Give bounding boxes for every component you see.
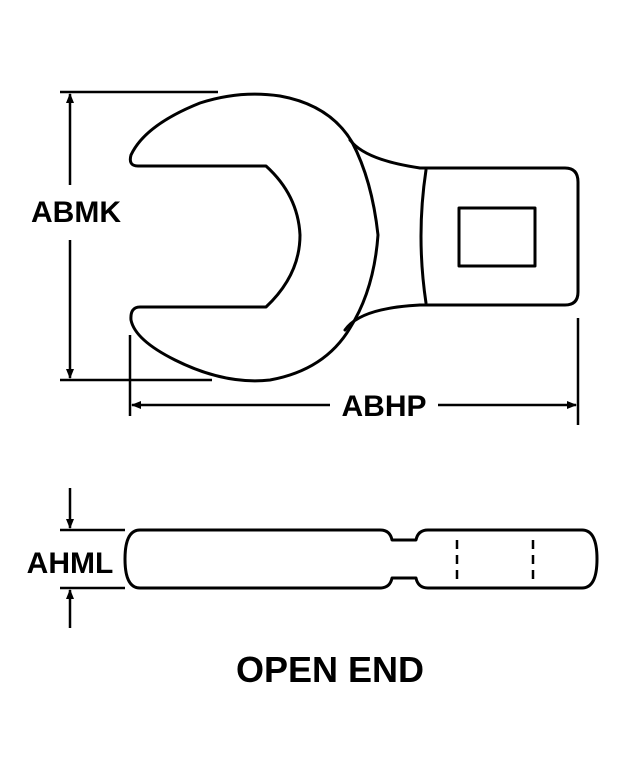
drive-box bbox=[418, 166, 580, 307]
label-abmk: ABMK bbox=[31, 196, 121, 229]
label-ahml: AHML bbox=[27, 547, 114, 580]
square-drive-hole bbox=[457, 206, 537, 268]
wrench-head-outline bbox=[128, 92, 380, 383]
side-profile bbox=[123, 528, 599, 590]
wrench-top-view bbox=[128, 92, 580, 383]
dimension-abhp: ABHP bbox=[128, 318, 580, 425]
drive-box-edge bbox=[419, 168, 428, 305]
diagram-title: OPEN END bbox=[236, 649, 424, 690]
label-abhp: ABHP bbox=[341, 390, 426, 423]
dimension-abmk: ABMK bbox=[31, 90, 218, 382]
wrench-side-view bbox=[123, 528, 599, 590]
wrench-neck bbox=[343, 138, 422, 332]
dimension-ahml: AHML bbox=[27, 488, 125, 628]
